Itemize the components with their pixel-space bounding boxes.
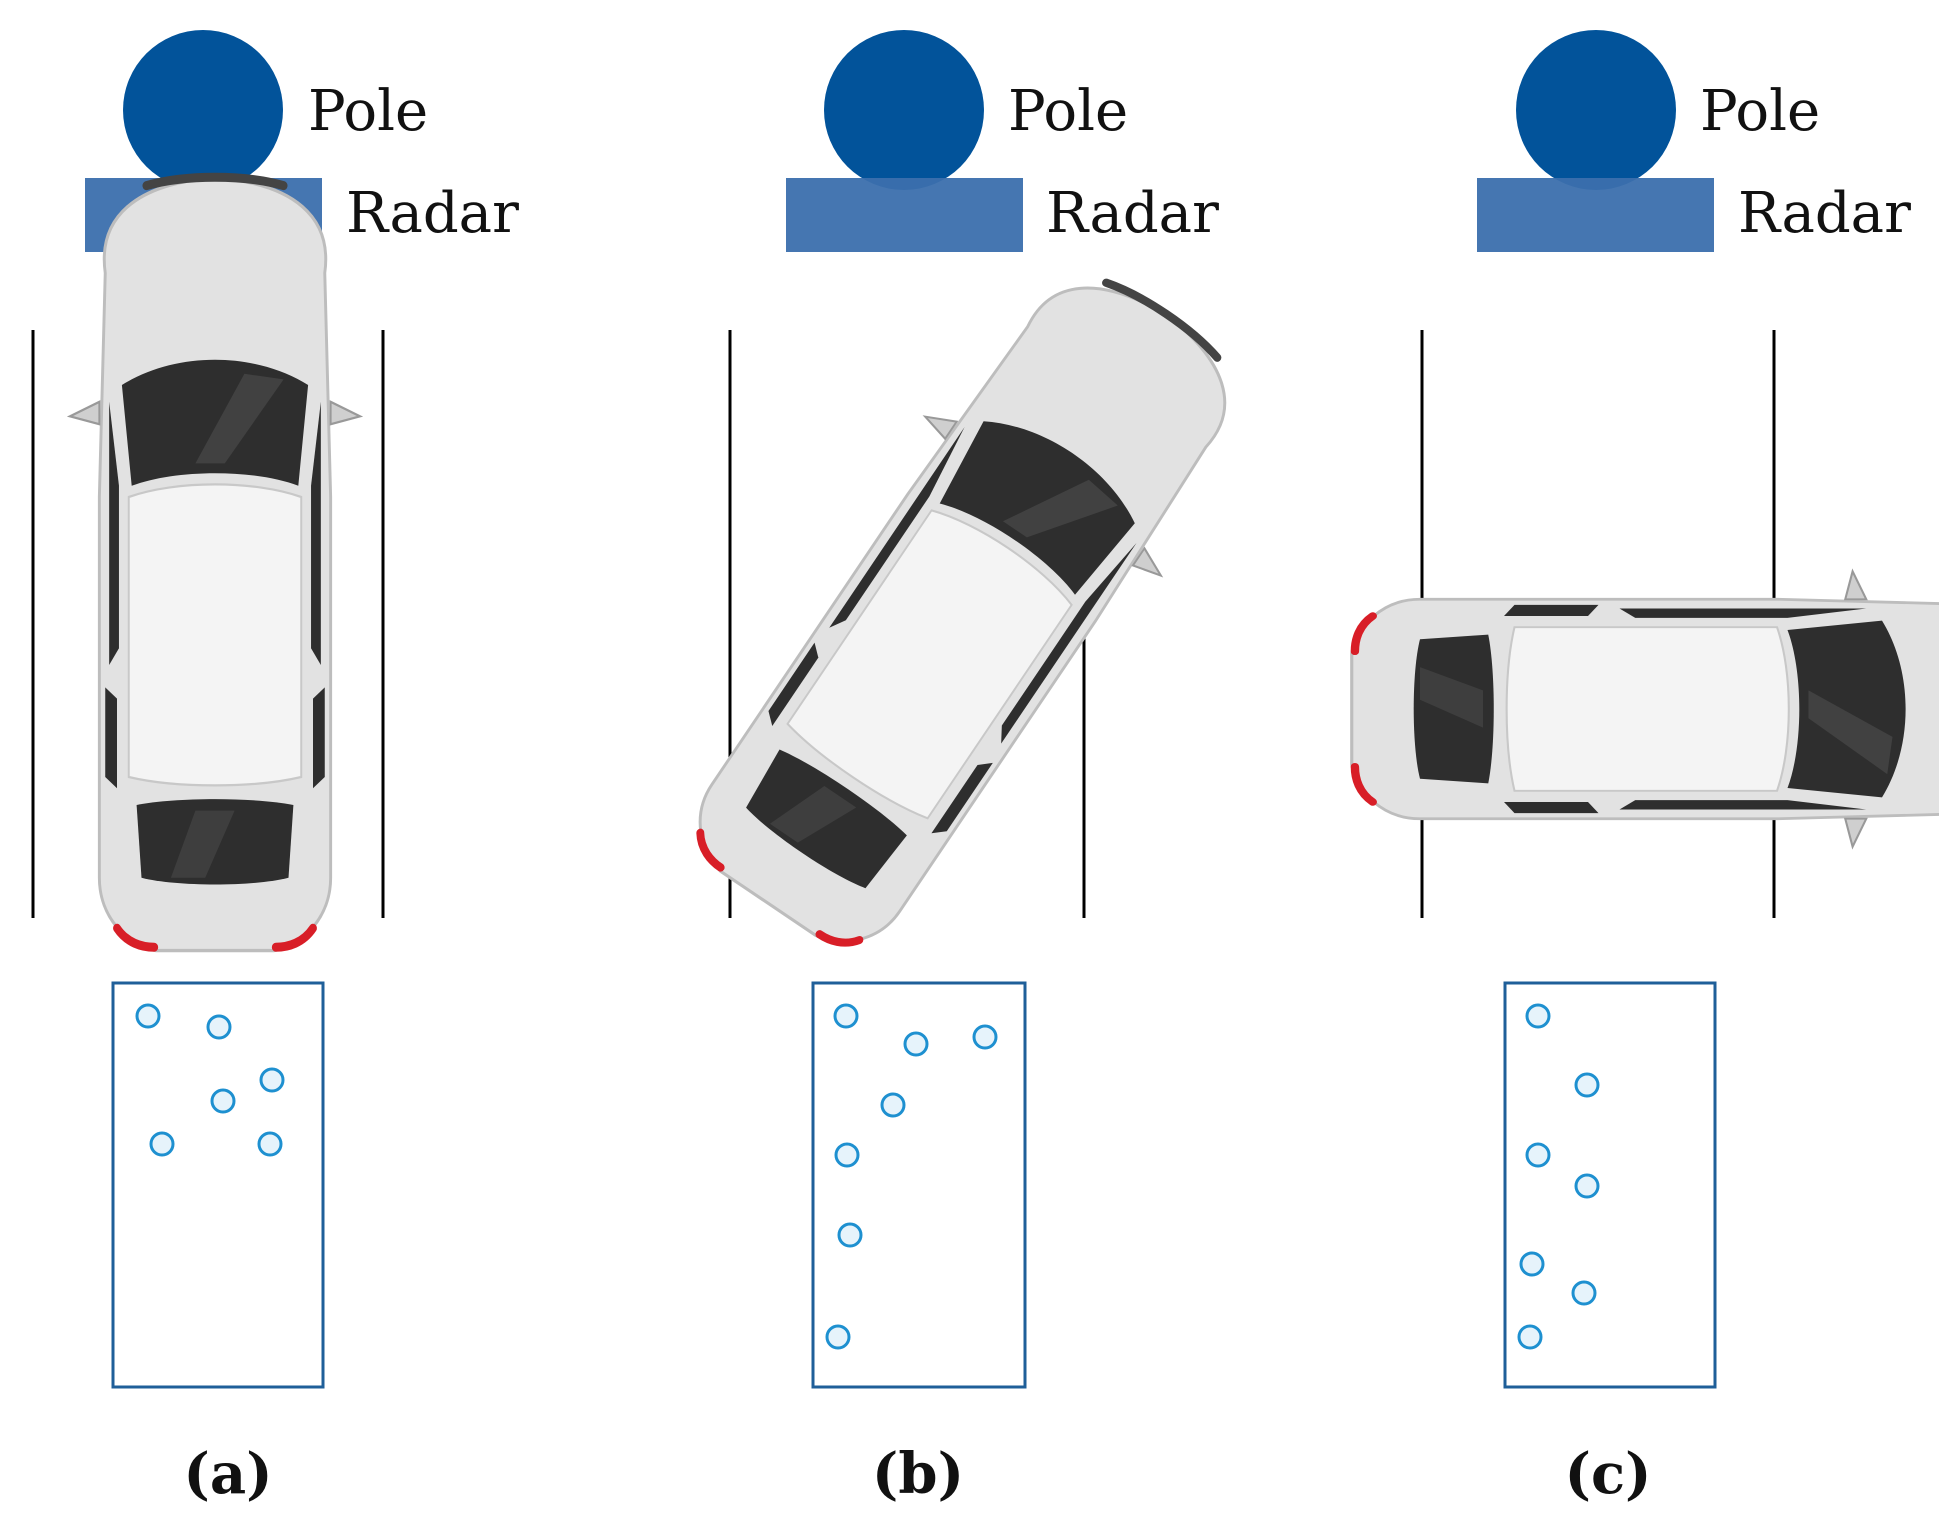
pole-icon bbox=[824, 30, 984, 190]
radar-points-c bbox=[1517, 1003, 1600, 1350]
radar-icon bbox=[1477, 178, 1714, 252]
radar-label: Radar bbox=[1046, 181, 1219, 246]
radar-point bbox=[1571, 1280, 1597, 1306]
radar-point bbox=[1519, 1251, 1545, 1277]
radar-point-box-a bbox=[111, 981, 325, 1389]
radar-icon bbox=[786, 178, 1023, 252]
pole-icon bbox=[1516, 30, 1676, 190]
radar-point bbox=[825, 1324, 851, 1350]
radar-point bbox=[837, 1222, 863, 1248]
pole-label: Pole bbox=[1700, 79, 1820, 144]
panel-a: Pole Radar (a) bbox=[31, 30, 519, 1507]
radar-label: Radar bbox=[1738, 181, 1911, 246]
radar-point bbox=[149, 1131, 175, 1157]
radar-point bbox=[1525, 1142, 1551, 1168]
radar-point bbox=[206, 1014, 232, 1040]
car-a bbox=[70, 177, 360, 950]
radar-points-a bbox=[135, 1003, 285, 1157]
radar-label: Radar bbox=[346, 181, 519, 246]
radar-point bbox=[880, 1092, 906, 1118]
panel-c: Pole Radar (c) bbox=[1352, 30, 1939, 1507]
radar-point bbox=[257, 1131, 283, 1157]
pole-icon bbox=[123, 30, 283, 190]
panel-b: Pole Radar (b) bbox=[651, 30, 1284, 1507]
pole-label: Pole bbox=[308, 79, 428, 144]
radar-point bbox=[1525, 1003, 1551, 1029]
radar-point bbox=[972, 1024, 998, 1050]
radar-point bbox=[135, 1003, 161, 1029]
car-c bbox=[1352, 571, 1939, 846]
caption-a: (a) bbox=[183, 1441, 272, 1507]
radar-point bbox=[1574, 1072, 1600, 1098]
caption-c: (c) bbox=[1564, 1441, 1651, 1507]
radar-point bbox=[834, 1142, 860, 1168]
radar-point bbox=[1517, 1324, 1543, 1350]
radar-point bbox=[833, 1003, 859, 1029]
pole-label: Pole bbox=[1008, 79, 1128, 144]
radar-point-box-c bbox=[1503, 981, 1717, 1389]
caption-b: (b) bbox=[872, 1441, 964, 1507]
radar-point bbox=[1574, 1173, 1600, 1199]
car-b bbox=[651, 234, 1284, 983]
radar-point bbox=[259, 1067, 285, 1093]
legend-c: Pole Radar bbox=[1477, 30, 1911, 252]
radar-point-box-b bbox=[811, 981, 1027, 1389]
radar-point bbox=[210, 1088, 236, 1114]
radar-points-b bbox=[825, 1003, 998, 1350]
legend-b: Pole Radar bbox=[786, 30, 1219, 252]
radar-point bbox=[903, 1031, 929, 1057]
